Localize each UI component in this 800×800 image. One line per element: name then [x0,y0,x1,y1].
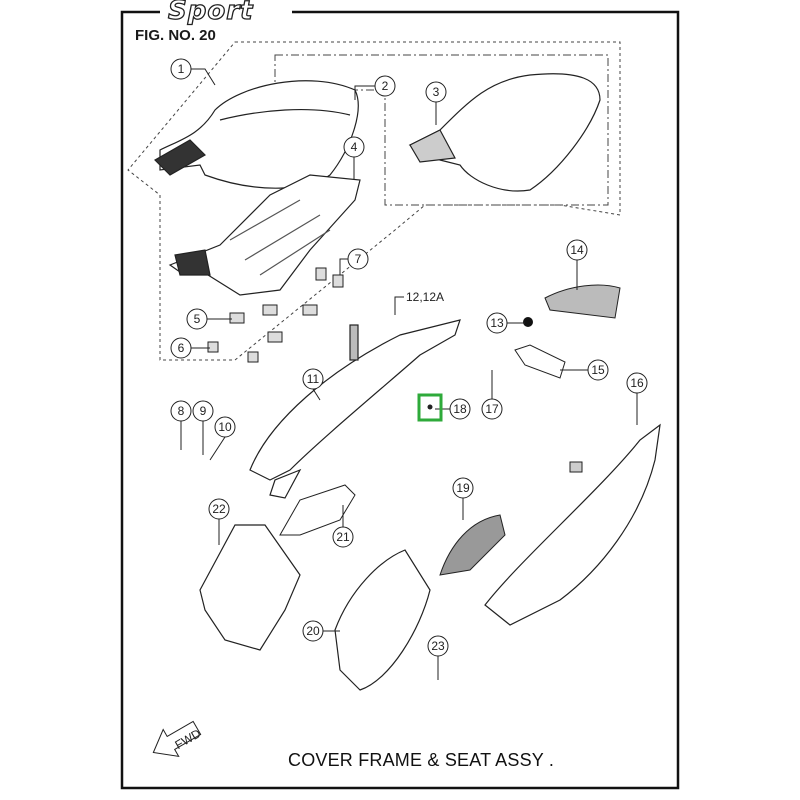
callout-8[interactable]: 8 [170,400,192,422]
brand-logo: Sport [167,0,254,27]
callout-2[interactable]: 2 [374,75,396,97]
seat-base-part-4 [168,174,361,296]
callout-10[interactable]: 10 [214,416,236,438]
callout-12-12a[interactable]: 12,12A [406,290,444,304]
part-19 [439,514,506,576]
svg-text:7: 7 [355,252,362,266]
part-21 [279,484,356,536]
side-cover-part-16 [484,423,661,626]
panel-part-22 [199,524,301,651]
callout-7[interactable]: 7 [347,248,369,270]
panel-part-20 [334,549,431,691]
svg-text:4: 4 [351,140,358,154]
fwd-arrow-icon [152,720,202,758]
callout-19[interactable]: 19 [452,477,474,499]
callout-23[interactable]: 23 [427,635,449,657]
part-13 [523,317,533,327]
frame-cover-part-11 [249,319,461,499]
svg-text:6: 6 [178,341,185,355]
svg-text:13: 13 [490,316,504,330]
callout-6[interactable]: 6 [170,337,192,359]
svg-text:23: 23 [431,639,445,653]
svg-text:8: 8 [178,404,185,418]
callout-17[interactable]: 17 [481,398,503,420]
svg-text:16: 16 [630,376,644,390]
callout-1[interactable]: 1 [170,58,192,80]
svg-text:15: 15 [591,363,605,377]
seat-part-3 [408,73,601,192]
callout-9[interactable]: 9 [192,400,214,422]
svg-text:10: 10 [218,420,232,434]
svg-text:18: 18 [453,402,467,416]
seat-part-1 [154,80,359,189]
fwd-label: FWD [173,726,204,752]
seat-group-outline [127,41,621,361]
svg-text:19: 19 [456,481,470,495]
svg-text:11: 11 [307,372,320,386]
svg-text:2: 2 [382,79,389,93]
svg-text:5: 5 [194,312,201,326]
svg-text:3: 3 [433,85,440,99]
svg-text:1: 1 [178,62,185,76]
highlight-box-part-18[interactable] [417,393,443,422]
callout-5[interactable]: 5 [186,308,208,330]
svg-text:22: 22 [212,502,226,516]
small-fasteners [207,267,344,363]
figure-frame [120,10,680,790]
svg-text:14: 14 [570,243,584,257]
callout-20[interactable]: 20 [302,620,324,642]
svg-text:20: 20 [306,624,320,638]
callout-14[interactable]: 14 [566,239,588,261]
svg-text:9: 9 [200,404,207,418]
callout-15[interactable]: 15 [587,359,609,381]
svg-text:17: 17 [485,402,499,416]
figure-number: FIG. NO. 20 [135,27,216,44]
part-14 [544,284,621,319]
callout-22[interactable]: 22 [208,498,230,520]
callout-21[interactable]: 21 [332,526,354,548]
svg-text:21: 21 [336,530,350,544]
callout-4[interactable]: 4 [343,136,365,158]
callout-16[interactable]: 16 [626,372,648,394]
callout-11[interactable]: 11 [302,368,324,390]
diagram-title: COVER FRAME & SEAT ASSY . [288,750,555,770]
svg-text:12,12A: 12,12A [406,290,444,304]
callout-3[interactable]: 3 [425,81,447,103]
callout-13[interactable]: 13 [486,312,508,334]
callout-18[interactable]: 18 [449,398,471,420]
